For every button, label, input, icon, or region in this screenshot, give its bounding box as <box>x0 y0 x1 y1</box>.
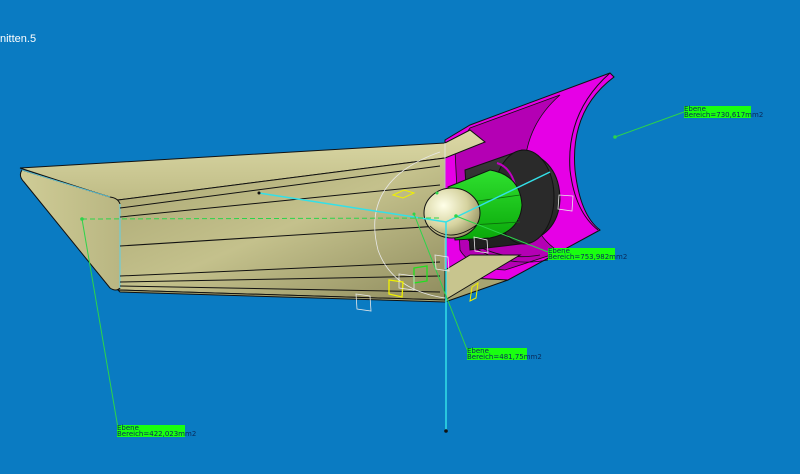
area-annotation-1[interactable]: Ebene Bereich=730,617mm2 <box>684 105 764 119</box>
annotation-title: Ebene <box>548 247 570 255</box>
annotation-value: Bereich=422,023mm2 <box>117 430 197 438</box>
specification-tree-node[interactable]: nitten.5 <box>0 33 37 45</box>
leader-lines <box>80 111 685 429</box>
annotation-value: Bereich=481,75mm2 <box>467 353 542 361</box>
annotation-value: Bereich=730,617mm2 <box>684 111 764 119</box>
annotation-value: Bereich=753,982mm2 <box>548 253 628 261</box>
tapered-housing[interactable] <box>19 129 522 303</box>
annotation-title: Ebene <box>117 424 139 432</box>
area-annotation-4[interactable]: Ebene Bereich=422,023mm2 <box>117 424 197 438</box>
area-annotation-2[interactable]: Ebene Bereich=753,982mm2 <box>548 247 628 261</box>
annotation-title: Ebene <box>467 347 489 355</box>
area-annotation-3[interactable]: Ebene Bereich=481,75mm2 <box>467 347 542 361</box>
annotation-title: Ebene <box>684 105 706 113</box>
plane-markers[interactable] <box>355 189 574 312</box>
dome-cap[interactable] <box>423 187 481 239</box>
